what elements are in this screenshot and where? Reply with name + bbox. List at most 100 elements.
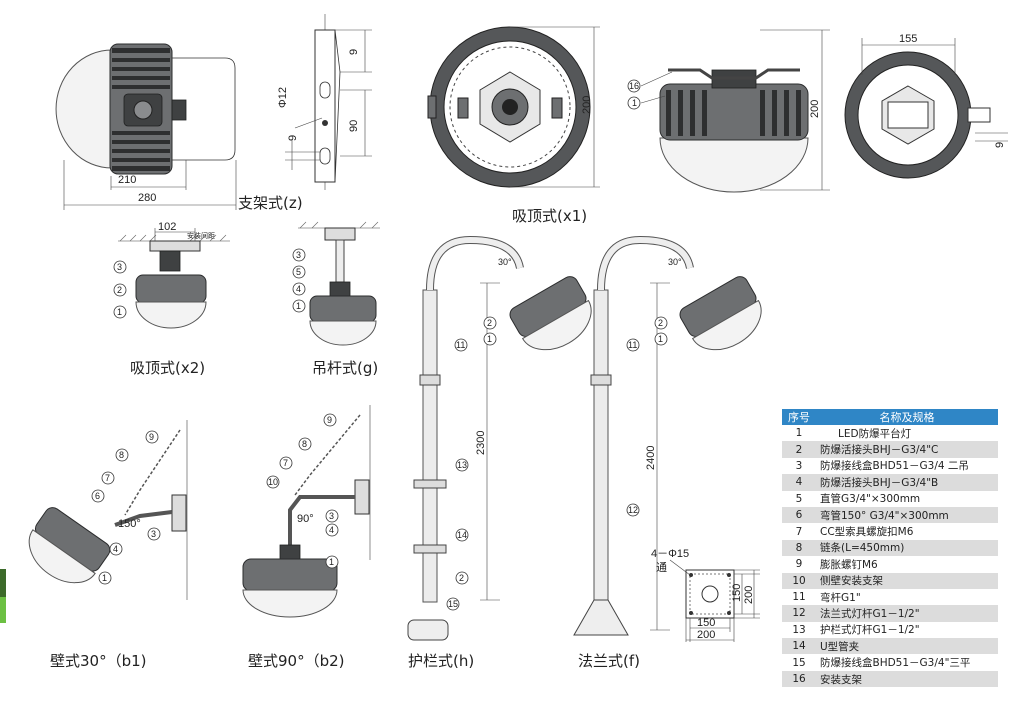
- row-name: 防爆接线盒BHD51－G3/4 二吊: [816, 457, 998, 475]
- dim-9-right: 9: [994, 142, 1006, 148]
- lamp-ceiling-top-view: 200: [427, 26, 600, 188]
- row-name: 膨胀螺钉M6: [816, 556, 998, 573]
- callout-1-x1: 1: [632, 98, 637, 108]
- row-name: 弯杆G1": [816, 588, 998, 606]
- dim-9-bottom: 9: [287, 135, 299, 141]
- header-index: 序号: [782, 409, 816, 425]
- callout-9-b2: 9: [327, 415, 332, 425]
- callout-7-b1: 7: [105, 473, 110, 483]
- dim-150-vertical: 150: [731, 584, 743, 602]
- callout-10-b2: 10: [268, 477, 278, 487]
- dim-2300: 2300: [475, 431, 487, 455]
- dim-200-horizontal: 200: [697, 629, 715, 641]
- side-tab-marker: [0, 569, 6, 623]
- callout-5-g: 5: [296, 267, 301, 277]
- row-index: 4: [782, 474, 816, 491]
- row-index: 1: [782, 425, 816, 442]
- lamp-flange-f: 2400 30° 11 2 1 12: [573, 235, 762, 636]
- caption-pendant: 吊杆式(g): [312, 359, 379, 377]
- caption-wall-90: 壁式90°（b2): [248, 652, 345, 670]
- row-name: 安装支架: [816, 670, 998, 688]
- callout-4-g: 4: [296, 284, 301, 294]
- caption-ceiling-x2: 吸顶式(x2): [130, 359, 206, 377]
- row-index: 5: [782, 490, 816, 507]
- callout-1-g: 1: [296, 301, 301, 311]
- dim-102: 102: [158, 221, 176, 233]
- dim-90deg: 90°: [297, 513, 314, 525]
- callout-14-h: 14: [457, 530, 467, 540]
- caption-wall-30: 壁式30°（b1): [50, 652, 147, 670]
- callout-8-b2: 8: [302, 439, 307, 449]
- callout-9-b1: 9: [149, 432, 154, 442]
- side-tab-marker-accent: [0, 597, 6, 623]
- dim-200-vertical: 200: [743, 586, 755, 604]
- lamp-wall-90: 9 8 7 10 3 4 1 90°: [242, 405, 371, 618]
- lamp-wall-30: 9 8 7 6 4 3 1 150°: [28, 420, 188, 600]
- dim-155: 155: [899, 33, 917, 45]
- callout-1-x2: 1: [117, 307, 122, 317]
- parts-table-header: 序号 名称及规格: [782, 409, 998, 425]
- row-name: 侧壁安装支架: [816, 572, 998, 589]
- callout-7-b2: 7: [283, 458, 288, 468]
- caption-flange: 法兰式(f): [578, 652, 640, 670]
- dim-150deg: 150°: [118, 518, 141, 530]
- callout-13-h: 13: [457, 460, 467, 470]
- row-index: 7: [782, 523, 816, 540]
- callout-11-h: 11: [456, 340, 465, 350]
- row-index: 15: [782, 654, 816, 671]
- row-name: U型管夹: [816, 638, 998, 655]
- dim-30deg-h: 30°: [498, 257, 512, 267]
- callout-6-b1: 6: [95, 491, 100, 501]
- row-index: 14: [782, 638, 816, 655]
- caption-bracket: 支架式(z): [238, 194, 303, 212]
- callout-4-b2: 4: [329, 525, 334, 535]
- row-index: 9: [782, 556, 816, 573]
- lamp-ceiling-side-view: 200 16 1: [627, 29, 830, 193]
- dim-through: 通: [656, 561, 667, 574]
- dim-280: 280: [138, 192, 156, 204]
- row-index: 2: [782, 441, 816, 458]
- lamp-ceiling-x2: 102 安装间距 3 2 1: [113, 221, 230, 329]
- row-name: CC型索具螺旋扣M6: [816, 523, 998, 540]
- row-name: 防爆接线盒BHD51－G3/4"三平: [816, 654, 998, 671]
- callout-2-h: 2: [487, 318, 492, 328]
- callout-3-x2: 3: [117, 262, 122, 272]
- row-name: 防爆活接头BHJ－G3/4"C: [816, 441, 998, 458]
- lamp-pendant-g: 3 5 4 1: [292, 221, 380, 346]
- callout-2-h-bottom: 2: [459, 573, 464, 583]
- dim-200-x1-side: 200: [809, 100, 821, 118]
- dim-90: 90: [348, 120, 360, 132]
- dim-2400: 2400: [645, 446, 657, 470]
- callout-1-b1: 1: [102, 573, 107, 583]
- callout-3-b2: 3: [329, 511, 334, 521]
- callout-8-b1: 8: [119, 450, 124, 460]
- row-index: 16: [782, 670, 816, 688]
- callout-11-f: 11: [628, 340, 637, 350]
- row-index: 8: [782, 539, 816, 557]
- install-pitch-label: 安装间距: [187, 231, 215, 240]
- row-index: 12: [782, 605, 816, 622]
- dim-phi12: Φ12: [277, 87, 289, 108]
- callout-4-b1: 4: [113, 544, 118, 554]
- row-name: 防爆活接头BHJ－G3/4"B: [816, 474, 998, 491]
- row-name: 弯管150° G3/4"×300mm: [816, 506, 998, 524]
- row-index: 13: [782, 621, 816, 639]
- row-name: LED防爆平台灯: [816, 425, 998, 442]
